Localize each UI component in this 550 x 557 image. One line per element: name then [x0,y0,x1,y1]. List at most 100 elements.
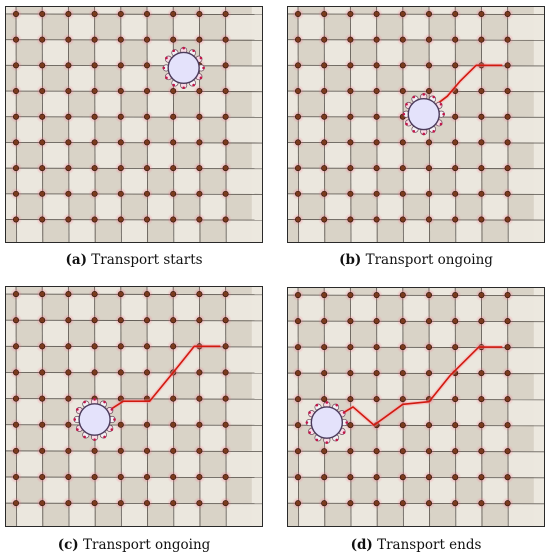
grid-node [373,344,380,351]
floor-tile [147,142,174,169]
panel-d-image [287,287,545,527]
floor-tile [94,219,121,242]
grid-node [91,88,98,95]
floor-tile [6,450,16,477]
caption-c: (c) Transport ongoing [5,537,263,553]
grid-line-vertical [376,288,378,526]
floor-tile [288,193,298,220]
carrier-marker [315,438,319,442]
grid-node [170,317,177,324]
grid-node [347,396,354,403]
floor-tile [288,477,298,504]
floor-tile [42,372,69,399]
grid-line-horizontal [288,193,544,195]
floor-tile [16,39,43,66]
floor-tile [298,503,325,526]
floor-tile [298,347,325,374]
caption-text: Transport ongoing [365,252,493,268]
grid-line-horizontal [6,193,262,195]
floor-tile [481,13,508,40]
grid-line-vertical [15,287,18,526]
grid-scene [6,7,262,242]
floor-tile [42,219,69,242]
grid-line-vertical [454,288,457,526]
grid-node [295,422,302,429]
floor-tile [68,142,95,169]
floor-tile [481,451,508,478]
grid-node [452,292,459,299]
grid-node [144,139,151,146]
carrier-marker [442,112,445,116]
floor-tile [288,347,298,374]
grid-node [117,216,124,223]
floor-tile [429,347,456,374]
floor-tile [350,65,377,92]
floor-tile [94,39,121,66]
grid-node [478,292,485,299]
grid-node [452,474,459,481]
floor-tile [120,91,147,117]
grid-node [170,447,177,454]
carrier-marker [73,418,76,421]
grid-node [117,317,124,324]
grid-node [347,62,354,69]
grid-node [196,421,203,428]
grid-node [321,216,328,223]
floor-tile [6,219,16,242]
grid-line-horizontal [6,141,262,144]
grid-line-horizontal [6,319,262,322]
floor-tile [16,450,43,477]
floor-tile [402,503,429,526]
floor-tile [481,347,508,374]
carrier-marker [308,431,311,434]
floor-tile [455,373,482,400]
floor-tile [16,116,43,143]
floor-tile [376,116,403,143]
grid-node [295,62,302,69]
grid-node [13,369,20,376]
grid-node [196,36,203,43]
floor-tile [298,116,325,143]
grid-node [347,88,354,95]
floor-tile [6,398,16,425]
floor-tile [350,116,377,143]
grid-node [478,396,485,403]
floor-tile [429,477,456,504]
carrier-marker [83,400,86,404]
floor-tile [68,450,95,477]
floor-tile [94,91,121,117]
floor-tile [376,91,403,117]
grid-node [39,317,46,324]
grid-scene [6,287,262,526]
carrier-marker [422,132,426,136]
carrier-marker [439,122,443,126]
floor-tile [225,320,252,347]
carrier-marker [405,102,408,106]
grid-node [170,216,177,223]
grid-node [478,88,485,95]
grid-line-vertical [507,7,509,242]
grid-node [117,88,124,95]
grid-node [321,62,328,69]
floor-tile [288,91,298,117]
floor-tile [324,347,351,374]
grid-node [39,88,46,95]
floor-tile [288,116,298,143]
floor-tile [402,373,429,400]
floor-tile [120,372,147,399]
floor-tile [376,451,403,478]
grid-node [196,139,203,146]
grid-node [295,344,302,351]
floor-tile [507,65,534,92]
carrier-marker [172,83,176,87]
caption-b: (b) Transport ongoing [287,252,545,268]
floor-tile [173,320,200,347]
floor-tile [429,219,456,242]
floor-tile [288,425,298,452]
grid-node [478,36,485,43]
floor-tile [481,295,508,322]
tile-layer [288,7,534,242]
grid-node [65,291,72,298]
grid-node [196,447,203,454]
grid-node [117,190,124,197]
